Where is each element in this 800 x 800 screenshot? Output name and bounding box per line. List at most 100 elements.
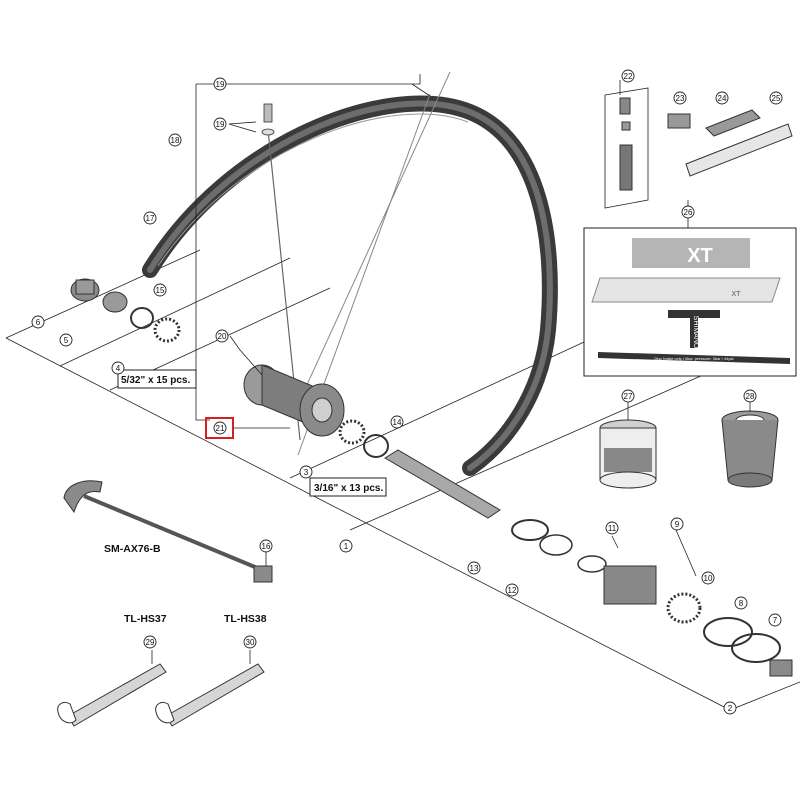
callout-number: 30 xyxy=(246,638,255,647)
callout-5: 5 xyxy=(59,333,73,347)
callout-15: 15 xyxy=(153,283,167,297)
callout-circle xyxy=(390,415,404,429)
callout-number: 29 xyxy=(146,638,155,647)
callout-circle xyxy=(701,571,715,585)
callout-circle xyxy=(259,539,273,553)
callout-21: 21 xyxy=(213,421,227,435)
callout-19a: 19 xyxy=(213,77,227,91)
callout-number: 26 xyxy=(684,208,693,217)
callout-circle xyxy=(143,635,157,649)
callout-number: 2 xyxy=(728,704,733,713)
tool-label-tl-hs38: TL-HS38 xyxy=(224,613,267,625)
callout-number: 11 xyxy=(608,524,617,533)
decal-set-illustration: XT XT SHIMANO Disc brake only / Max. pre… xyxy=(583,227,797,377)
callout-circle xyxy=(605,521,619,535)
callout-number: 16 xyxy=(262,542,271,551)
callout-circle xyxy=(215,329,229,343)
callout-number: 28 xyxy=(746,392,755,401)
bearing-spec-rear: 3/16" x 13 pcs. xyxy=(314,483,383,494)
decal-logo-text: XT xyxy=(687,245,713,267)
callout-circle xyxy=(681,205,695,219)
callout-number: 7 xyxy=(773,616,778,625)
callout-number: 20 xyxy=(218,332,227,341)
callout-25: 25 xyxy=(769,91,783,105)
callout-number: 5 xyxy=(64,336,69,345)
callout-circle xyxy=(743,389,757,403)
callout-12: 12 xyxy=(505,583,519,597)
callout-number: 19 xyxy=(216,120,225,129)
decal-vertical-text: SHIMANO xyxy=(692,316,699,349)
callout-circle xyxy=(213,117,227,131)
callout-circle xyxy=(153,283,167,297)
axle-parts-illustration xyxy=(338,419,793,677)
callout-circle xyxy=(143,211,157,225)
callout-number: 1 xyxy=(344,542,349,551)
callout-19b: 19 xyxy=(213,117,227,131)
callout-circle xyxy=(723,701,737,715)
callout-circle xyxy=(467,561,481,575)
rim-illustration xyxy=(142,95,558,476)
callout-circle xyxy=(243,635,257,649)
callout-2: 2 xyxy=(723,701,737,715)
callout-number: 19 xyxy=(216,80,225,89)
callout-24: 24 xyxy=(715,91,729,105)
callout-circle xyxy=(769,91,783,105)
callout-27: 27 xyxy=(621,389,635,403)
callout-circle xyxy=(734,596,748,610)
callout-9: 9 xyxy=(670,517,684,531)
callout-circle xyxy=(670,517,684,531)
callout-16: 16 xyxy=(259,539,273,553)
callout-6: 6 xyxy=(31,315,45,329)
callout-11: 11 xyxy=(605,521,619,535)
callout-circle xyxy=(213,77,227,91)
callout-18: 18 xyxy=(168,133,182,147)
callout-14: 14 xyxy=(390,415,404,429)
callout-circle xyxy=(768,613,782,627)
bearing-spec-front: 5/32" x 15 pcs. xyxy=(121,375,190,386)
callout-number: 24 xyxy=(718,94,727,103)
callout-circle xyxy=(673,91,687,105)
callout-17: 17 xyxy=(143,211,157,225)
callout-7: 7 xyxy=(768,613,782,627)
callout-20: 20 xyxy=(215,329,229,343)
callout-number: 9 xyxy=(675,520,680,529)
accessory-illustration xyxy=(604,87,793,209)
callout-number: 10 xyxy=(704,574,713,583)
thru-axle-illustration xyxy=(63,480,273,583)
callout-circle xyxy=(168,133,182,147)
decal-small-text: XT xyxy=(732,291,742,298)
highlight-box xyxy=(205,417,234,439)
callout-circle xyxy=(213,421,227,435)
callout-29: 29 xyxy=(143,635,157,649)
callout-number: 25 xyxy=(772,94,781,103)
callout-number: 23 xyxy=(676,94,685,103)
callout-22: 22 xyxy=(621,69,635,83)
callout-number: 18 xyxy=(171,136,180,145)
callout-circle xyxy=(339,539,353,553)
callout-number: 21 xyxy=(216,424,225,433)
callout-3: 3 xyxy=(299,465,313,479)
callout-30: 30 xyxy=(243,635,257,649)
callout-number: 4 xyxy=(116,364,121,373)
grease-illustration xyxy=(599,419,657,489)
callout-number: 6 xyxy=(36,318,41,327)
callout-23: 23 xyxy=(673,91,687,105)
spanner-illustration xyxy=(57,663,265,727)
callout-circle xyxy=(299,465,313,479)
callout-1: 1 xyxy=(339,539,353,553)
callout-circle xyxy=(31,315,45,329)
callout-number: 12 xyxy=(508,586,517,595)
hub-illustration xyxy=(243,364,345,437)
callout-26: 26 xyxy=(681,205,695,219)
callout-circle xyxy=(621,69,635,83)
callout-4: 4 xyxy=(111,361,125,375)
callout-circle xyxy=(111,361,125,375)
callout-28: 28 xyxy=(743,389,757,403)
callout-circle xyxy=(505,583,519,597)
callout-number: 15 xyxy=(156,286,165,295)
callout-number: 13 xyxy=(470,564,479,573)
bearing-tool-illustration xyxy=(721,410,779,488)
callout-8: 8 xyxy=(734,596,748,610)
